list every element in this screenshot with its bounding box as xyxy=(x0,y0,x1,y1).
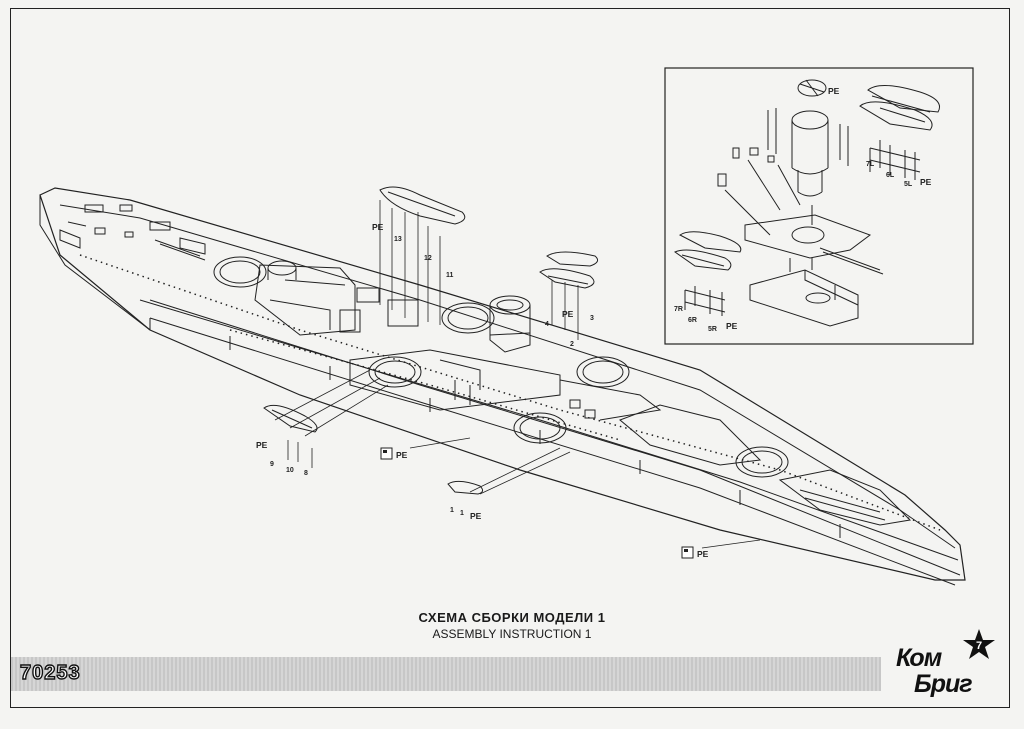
part-labels: PE 13 12 11 PE 3 4 2 PE 9 10 8 1 1 PE PE… xyxy=(256,86,932,559)
label-11: 11 xyxy=(446,272,454,279)
label-4: 4 xyxy=(545,321,549,328)
label-5r: 5R xyxy=(708,326,717,333)
pe-symbol-fill-icon xyxy=(684,549,688,552)
funnel xyxy=(489,295,531,353)
label-10: 10 xyxy=(286,467,294,474)
boat-parts xyxy=(263,186,599,495)
label-5l: 5L xyxy=(904,181,913,188)
label-13: 13 xyxy=(394,236,402,243)
detail-inset xyxy=(664,67,974,345)
title-english: ASSEMBLY INSTRUCTION 1 xyxy=(432,627,592,641)
label-pe-boat-b: PE xyxy=(562,309,574,319)
star-icon: 7 xyxy=(963,629,995,659)
brand-logo: 7 Ком Бриг xyxy=(892,629,1002,700)
brand-line2: Бриг xyxy=(914,670,973,698)
ship-hull xyxy=(39,187,966,586)
label-pe-rail-b: PE xyxy=(697,549,709,559)
label-pe-inset-left: PE xyxy=(726,321,738,331)
label-pe-inset-right: PE xyxy=(920,177,932,187)
label-6l: 6L xyxy=(886,172,895,179)
label-1b: 1 xyxy=(460,510,464,517)
label-9: 9 xyxy=(270,461,274,468)
label-pe-boat-d: PE xyxy=(470,511,482,521)
label-6r: 6R xyxy=(688,317,697,324)
label-pe-boat-a: PE xyxy=(372,222,384,232)
label-7r: 7R xyxy=(674,306,683,313)
footer-band xyxy=(11,657,881,691)
catalog-number: 70253 xyxy=(19,661,81,684)
logo-star-number: 7 xyxy=(976,640,982,652)
brand-line1: Ком xyxy=(896,644,942,672)
label-1a: 1 xyxy=(450,507,454,514)
pe-symbol-fill-icon xyxy=(383,450,387,453)
label-pe-inset-top: PE xyxy=(828,86,840,96)
label-pe-boat-c: PE xyxy=(256,440,268,450)
pe-symbol-icon xyxy=(380,447,393,460)
label-2: 2 xyxy=(570,341,574,348)
title-russian: СХЕМА СБОРКИ МОДЕЛИ 1 xyxy=(418,610,606,625)
label-3: 3 xyxy=(590,315,594,322)
superstructure xyxy=(254,260,662,421)
label-7l: 7L xyxy=(866,161,875,168)
turret-barbettes xyxy=(213,256,789,478)
assembly-leader-lines xyxy=(274,200,761,549)
label-12: 12 xyxy=(424,255,432,262)
pe-symbol-icon xyxy=(681,546,694,559)
label-8: 8 xyxy=(304,470,308,477)
label-pe-rail-a: PE xyxy=(396,450,408,460)
page-frame xyxy=(10,8,1010,708)
